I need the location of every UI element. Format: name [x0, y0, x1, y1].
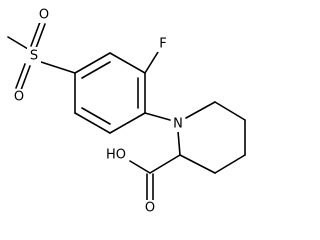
- bond-sulfur-oxygen-top-b: [35, 23, 46, 49]
- bond-pip-c4-c3: [214, 154, 246, 174]
- bond-sulfur-oxygen-bottom-b: [15, 63, 26, 89]
- sulfonyl-oxygen-bottom-label: O: [14, 90, 24, 105]
- carboxyl-oxygen-label: O: [145, 201, 155, 216]
- bond-ring-nitrogen: [144, 112, 171, 121]
- bond-ring-inner-3: [81, 107, 111, 125]
- structure-diagram: S O O F N O HO: [7, 7, 246, 216]
- bond-ring-inner-1: [81, 61, 111, 79]
- bond-pip-c6-c5: [214, 101, 246, 121]
- bond-sulfur-ring: [40, 61, 76, 74]
- bond-ring-c1-c2: [74, 52, 111, 74]
- bonds: [7, 21, 246, 202]
- bond-sulfur-oxygen-bottom-a: [20, 65, 31, 91]
- fluorine-label: F: [159, 37, 166, 52]
- bond-ring-fluorine: [144, 51, 159, 74]
- sulfur-label: S: [30, 49, 38, 64]
- bond-ring-c2-c3: [109, 52, 146, 74]
- bond-carboxyl-hydroxyl: [129, 160, 151, 174]
- bond-ring-c4-c5: [109, 112, 146, 134]
- bond-methyl-sulfur: [7, 36, 29, 50]
- nitrogen-label: N: [173, 117, 183, 132]
- bond-alpha-carboxyl: [149, 154, 181, 174]
- bond-nitrogen-ch2: [185, 101, 216, 119]
- sulfonyl-oxygen-top-label: O: [39, 8, 49, 23]
- atom-labels: S O O F N O HO: [12, 7, 185, 216]
- hydroxyl-label: HO: [106, 148, 126, 163]
- bond-pip-c2-nitrogen: [177, 130, 181, 156]
- bond-pip-c3-c2: [179, 154, 216, 174]
- bond-ring-c5-c6: [74, 112, 111, 134]
- bond-sulfur-oxygen-top-a: [30, 21, 41, 47]
